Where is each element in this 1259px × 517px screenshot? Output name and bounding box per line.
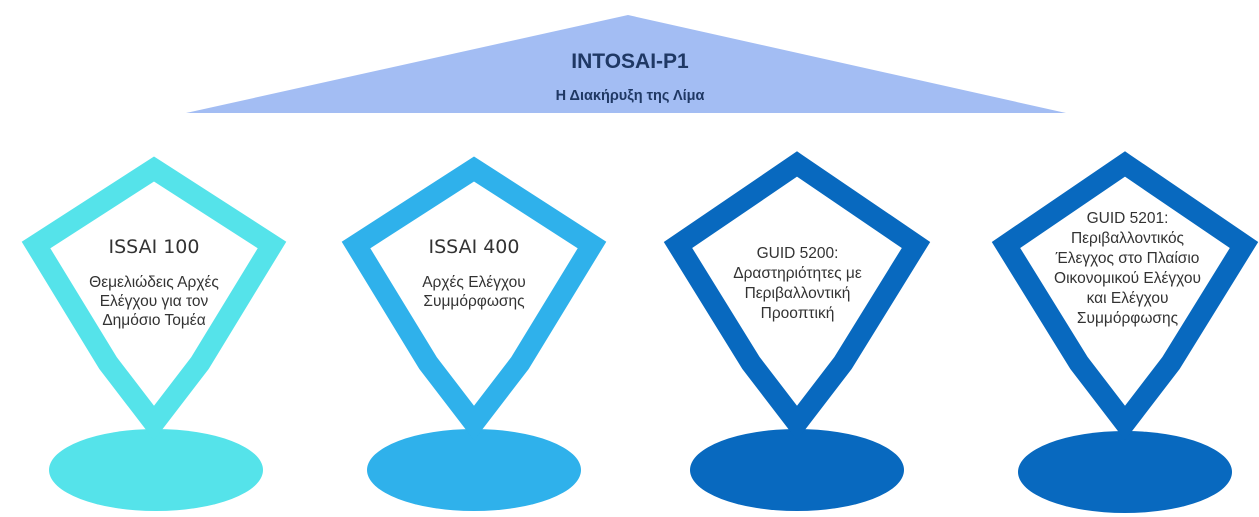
pillar-4-frame [991,151,1259,441]
pillar-2-base [367,429,581,511]
pillar-2-line-2: Συμμόρφωσης [423,293,525,310]
roof-triangle [186,15,1066,113]
pillar-3-base [690,429,904,511]
pillar-4-line-6: Συμμόρφωσης [1076,310,1179,327]
roof-subtitle: Η Διακήρυξη της Λίμα [555,88,705,104]
pillar-3-line-2: Δραστηριότητες με [733,265,862,282]
pillar-1-line-3: Δημόσιο Τομέα [102,312,206,329]
pillar-3-line-1: GUID 5200: [756,245,839,262]
pillar-4-description: GUID 5201: Περιβαλλοντικός Έλεγχος στο Π… [1040,209,1215,329]
pillar-2-frame [341,156,607,441]
pillar-4-line-5: και Ελέγχου [1086,290,1169,307]
pillar-3-description: GUID 5200: Δραστηριότητες με Περιβαλλοντ… [710,244,885,324]
pillar-1-description: Θεμελιώδεις Αρχές Ελέγχου για τον Δημόσι… [69,273,239,330]
pillar-4-line-2: Περιβαλλοντικός [1070,230,1185,247]
pillar-2-description: Αρχές Ελέγχου Συμμόρφωσης [389,273,559,311]
pillar-4-line-3: Έλεγχος στο Πλαίσιο [1055,250,1200,267]
pillar-1-line-2: Ελέγχου για τον [99,293,209,310]
pillar-2-line-1: Αρχές Ελέγχου [422,274,526,291]
pillar-4-line-4: Οικονομικού Ελέγχου [1054,270,1201,287]
pillar-3-frame [663,151,931,441]
pillar-4-line-1: GUID 5201: [1086,210,1169,227]
pillar-4-base [1018,431,1232,513]
pillar-1-title: ISSAI 100 [108,236,200,258]
pillar-2-title: ISSAI 400 [428,236,520,258]
pillar-1-frame [21,156,287,441]
pillar-1-line-1: Θεμελιώδεις Αρχές [89,274,219,291]
pillar-3-line-4: Προοπτική [760,305,835,322]
pillar-1-base [49,429,263,511]
pillar-3-line-3: Περιβαλλοντική [744,285,851,302]
roof-title: INTOSAI-P1 [571,50,689,73]
